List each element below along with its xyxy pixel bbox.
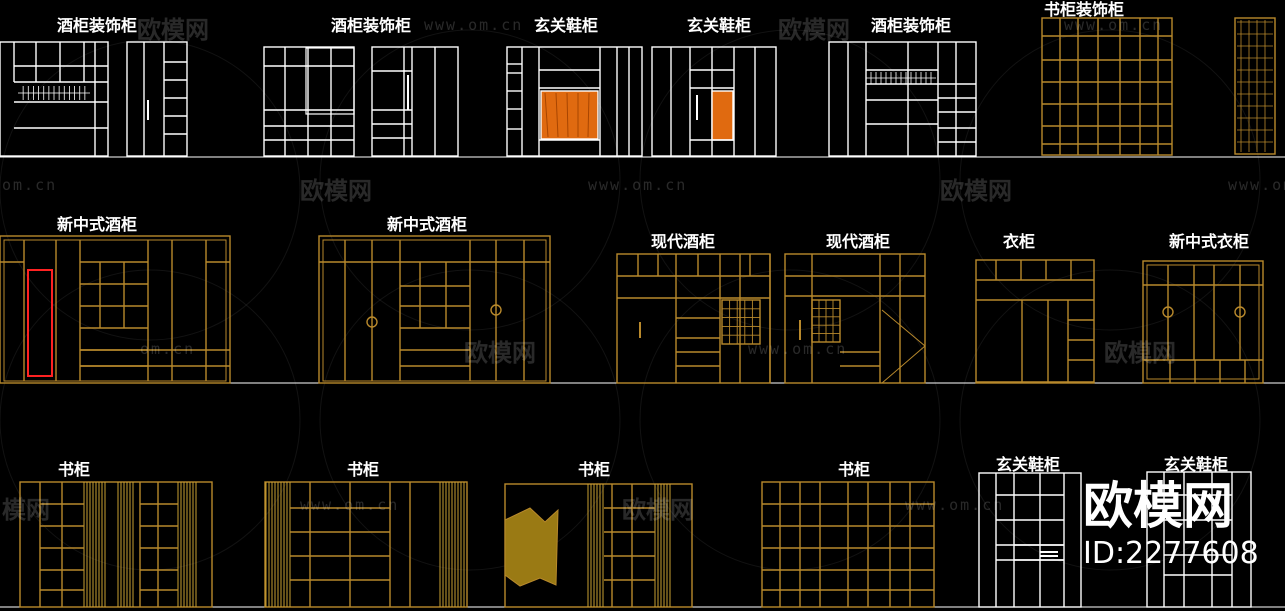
panel-outline [540, 90, 599, 140]
panel-outline [828, 41, 977, 157]
panel-outline [1146, 264, 1260, 380]
bookcase-3 [504, 483, 693, 608]
wine-decor-cabinet-3 [828, 41, 977, 157]
modern-wine-cabinet-1 [616, 253, 771, 384]
line [881, 345, 926, 384]
watermark-url: www.om.cn [748, 340, 848, 358]
panel-outline [506, 46, 643, 157]
line [544, 92, 549, 138]
entry-shoe-cabinet-3 [978, 472, 1082, 608]
watermark-brand: 欧模网 [300, 177, 372, 205]
panel-outline [1234, 17, 1276, 155]
label-wardrobe: 衣柜 [1002, 232, 1036, 251]
panel-outline [784, 253, 926, 384]
label-modern-wine-cabinet-1: 现代酒柜 [650, 232, 716, 251]
panel-outline [318, 235, 551, 384]
wine-decor-cabinet-1 [0, 41, 188, 157]
chinese-wine-cabinet-1 [0, 235, 231, 384]
line [566, 92, 569, 138]
panel-outline [721, 299, 761, 345]
wine-decor-cabinet-2 [263, 46, 459, 157]
watermark-brand: 欧模网 [137, 16, 209, 44]
panel-outline [27, 269, 53, 377]
label-entry-shoe-cabinet-1: 玄关鞋柜 [533, 16, 599, 35]
line [587, 92, 590, 138]
label-bookcase-4: 书柜 [837, 460, 871, 479]
panel-outline [1146, 471, 1252, 608]
bookcase-2 [264, 481, 468, 608]
modern-wine-cabinet-2 [784, 253, 926, 384]
panel-outline [371, 46, 459, 157]
model-id: ID:2277608 [1083, 536, 1259, 571]
bookcase-decor-cabinet [1041, 17, 1276, 156]
watermark-brand: 欧模网 [622, 496, 694, 524]
label-wine-decor-cabinet-2: 酒柜装饰柜 [330, 16, 412, 35]
panel-outline [1142, 260, 1264, 384]
watermark-url: www.om.cn [424, 16, 524, 34]
decor-panel [504, 507, 559, 587]
watermark-brand: 欧模网 [940, 177, 1012, 205]
label-entry-shoe-cabinet-2: 玄关鞋柜 [686, 16, 752, 35]
line [881, 309, 926, 347]
watermark-url: www.om.cn [1064, 16, 1164, 34]
panel-outline [1041, 17, 1173, 156]
label-bookcase-3: 书柜 [577, 460, 611, 479]
watermark-circle [639, 29, 941, 331]
door-knob [366, 316, 378, 328]
watermark-url: www.om.cn [905, 496, 1005, 514]
chinese-wine-cabinet-2 [318, 235, 551, 384]
brand-logo-text: 欧模网 [1083, 477, 1233, 535]
label-bookcase-1: 书柜 [57, 460, 91, 479]
door-knob [1162, 306, 1174, 318]
panel-outline [264, 481, 468, 608]
label-entry-shoe-cabinet-3: 玄关鞋柜 [995, 455, 1061, 474]
watermark-circle [639, 269, 941, 571]
label-chinese-wine-cabinet-2: 新中式酒柜 [386, 215, 468, 234]
label-modern-wine-cabinet-2: 现代酒柜 [825, 232, 891, 251]
panel-outline [0, 41, 109, 157]
label-bookcase-decor-cabinet: 书柜装饰柜 [1043, 0, 1125, 19]
bookcase-1 [19, 481, 213, 608]
watermark-url: www.om.cn [300, 496, 400, 514]
watermark-circle [0, 269, 301, 571]
watermark-url: www.om.cn [1228, 176, 1285, 194]
wardrobe [975, 259, 1095, 384]
watermark-brand: 欧模网 [464, 339, 536, 367]
panel-outline [711, 90, 734, 141]
line [555, 92, 559, 138]
door-knob [490, 304, 502, 316]
label-chinese-wardrobe: 新中式衣柜 [1168, 232, 1250, 251]
watermark-brand: 模网 [2, 496, 50, 524]
watermark-url: www.om.cn [588, 176, 688, 194]
bookcase-4 [761, 481, 935, 608]
watermark-circle [0, 39, 301, 341]
panel-outline [3, 239, 227, 382]
label-bookcase-2: 书柜 [346, 460, 380, 479]
panel-outline [651, 46, 777, 157]
label-wine-decor-cabinet-1: 酒柜装饰柜 [56, 16, 138, 35]
panel-outline [0, 235, 231, 384]
panel-outline [975, 259, 1095, 384]
door-knob [1234, 306, 1246, 318]
label-wine-decor-cabinet-3: 酒柜装饰柜 [870, 16, 952, 35]
watermark-url: om.cn [140, 340, 196, 358]
panel-outline [305, 47, 355, 115]
panel-outline [126, 41, 188, 157]
entry-shoe-cabinet-1 [506, 46, 643, 157]
entry-shoe-cabinet-2 [651, 46, 777, 157]
watermark-brand: 欧模网 [1104, 339, 1176, 367]
entry-shoe-cabinet-4 [1146, 471, 1252, 608]
panel-outline [19, 481, 213, 608]
label-entry-shoe-cabinet-4: 玄关鞋柜 [1163, 455, 1229, 474]
watermark-url: om.cn [2, 176, 58, 194]
watermark-circle [959, 269, 1261, 571]
label-chinese-wine-cabinet-1: 新中式酒柜 [56, 215, 138, 234]
watermark-circle [959, 29, 1261, 331]
panel-outline [322, 239, 547, 382]
panel-outline [978, 472, 1082, 608]
watermark-brand: 欧模网 [778, 16, 850, 44]
chinese-wardrobe [1142, 260, 1264, 384]
